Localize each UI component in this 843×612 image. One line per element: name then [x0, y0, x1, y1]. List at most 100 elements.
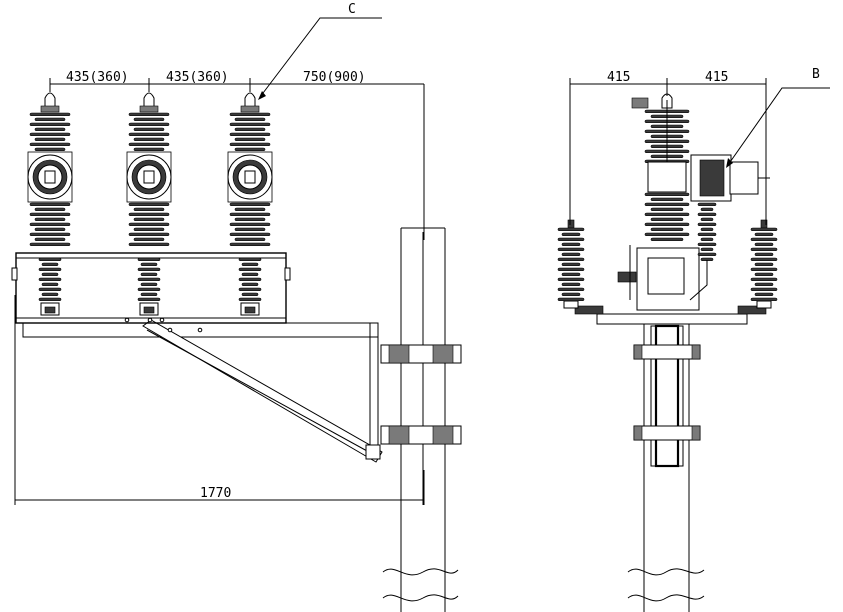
side-dim-right: 415 — [705, 70, 728, 85]
ins1-upper-shed — [29, 112, 71, 117]
side-center-lower-shed — [644, 212, 690, 217]
ins1-inner-shed — [41, 272, 59, 277]
ins1-inner-shed — [38, 297, 62, 302]
ins1-upper-shed — [34, 117, 66, 122]
ins3-lower-shed — [229, 202, 271, 207]
ins1-upper-shed — [34, 127, 66, 132]
ins2-inner-shed — [140, 282, 158, 287]
sideR-shed — [750, 237, 778, 242]
side-center-lower-shed — [650, 217, 684, 222]
ins3-lower-shed — [229, 242, 271, 247]
sideL-shed — [557, 237, 585, 242]
side-center-lower-shed — [650, 197, 684, 202]
ins1-upper-shed — [29, 132, 71, 137]
ins3-lower-shed — [234, 237, 266, 242]
side-small-shed — [697, 212, 717, 217]
side-small-shed — [700, 207, 714, 212]
callout-b-label: B — [812, 67, 820, 82]
ins1-upper-shed — [29, 142, 71, 147]
side-small-shed — [697, 202, 717, 207]
ins2-upper-shed — [133, 127, 165, 132]
ins1-inner-shed — [41, 282, 59, 287]
side-small-shed — [700, 247, 714, 252]
side-base — [574, 305, 767, 325]
sideL-shed — [561, 262, 581, 267]
sideL-shed — [557, 297, 585, 302]
sideR-shed — [750, 267, 778, 272]
ins3-lower-shed — [229, 222, 271, 227]
ins3-inner-shed — [238, 277, 262, 282]
ins3-lower-shed — [229, 212, 271, 217]
front-insulator-2 — [126, 92, 172, 316]
ins3-upper-shed — [229, 112, 271, 117]
callout-c: C — [258, 2, 382, 100]
sideR-shed — [754, 272, 774, 277]
sideR-shed — [754, 282, 774, 287]
front-dim-pitch-2: 435(360) — [166, 70, 229, 85]
ins1-inner-shed — [38, 277, 62, 282]
ins2-upper-shed — [128, 122, 170, 127]
ins3-inner-shed — [241, 292, 259, 297]
sideL-shed — [561, 272, 581, 277]
front-pole-clamps — [380, 344, 462, 445]
sideL-shed — [561, 232, 581, 237]
front-dimensions: 435(360) 435(360) 750(900) 1770 — [14, 70, 425, 505]
side-center-lower-shed — [650, 237, 684, 242]
ins3-upper-shed — [234, 127, 266, 132]
side-pole — [627, 320, 705, 612]
ins3-lower-shed — [234, 207, 266, 212]
side-small-shed — [697, 232, 717, 237]
sideR-shed — [750, 227, 778, 232]
ins1-inner-shed — [41, 262, 59, 267]
ins2-inner-shed — [137, 267, 161, 272]
ins3-upper-shed — [234, 147, 266, 152]
front-bracket — [22, 317, 383, 463]
sideL-shed — [561, 282, 581, 287]
front-dim-pitch-1: 435(360) — [66, 70, 129, 85]
ins3-inner-shed — [238, 287, 262, 292]
ins3-lower-shed — [234, 217, 266, 222]
side-dimensions: 415 415 — [569, 70, 767, 225]
ins2-lower-shed — [128, 222, 170, 227]
ins1-inner-shed — [38, 267, 62, 272]
side-center-lower-shed — [644, 222, 690, 227]
ins3-upper-shed — [234, 137, 266, 142]
front-view: 435(360) 435(360) 750(900) 1770 C — [11, 2, 462, 612]
sideR-shed — [750, 277, 778, 282]
ins2-upper-shed — [128, 132, 170, 137]
ins1-lower-shed — [29, 242, 71, 247]
ins2-upper-shed — [133, 117, 165, 122]
sideR-shed — [754, 262, 774, 267]
ins2-lower-shed — [133, 227, 165, 232]
side-central-column — [631, 93, 690, 242]
side-small-shed — [697, 252, 717, 257]
ins3-upper-shed — [229, 142, 271, 147]
side-center-lower-shed — [644, 202, 690, 207]
ins2-lower-shed — [133, 217, 165, 222]
ins1-lower-shed — [34, 227, 66, 232]
ins3-upper-shed — [229, 122, 271, 127]
ins1-lower-shed — [34, 217, 66, 222]
ins2-lower-shed — [128, 232, 170, 237]
ins3-inner-shed — [238, 297, 262, 302]
sideR-shed — [750, 287, 778, 292]
ins1-lower-shed — [29, 232, 71, 237]
ins1-lower-shed — [29, 202, 71, 207]
side-small-shed — [700, 217, 714, 222]
front-dim-offset: 750(900) — [303, 70, 366, 85]
side-center-lower-shed — [650, 207, 684, 212]
ins3-lower-shed — [234, 227, 266, 232]
ins3-upper-shed — [234, 117, 266, 122]
sideL-shed — [557, 257, 585, 262]
ins2-lower-shed — [133, 207, 165, 212]
ins1-lower-shed — [29, 212, 71, 217]
callout-b: B — [726, 67, 830, 168]
sideL-shed — [557, 227, 585, 232]
ins2-inner-shed — [137, 297, 161, 302]
sideL-shed — [561, 242, 581, 247]
ins3-inner-shed — [241, 282, 259, 287]
sideR-shed — [750, 257, 778, 262]
ins2-upper-shed — [128, 112, 170, 117]
ins3-inner-shed — [241, 262, 259, 267]
